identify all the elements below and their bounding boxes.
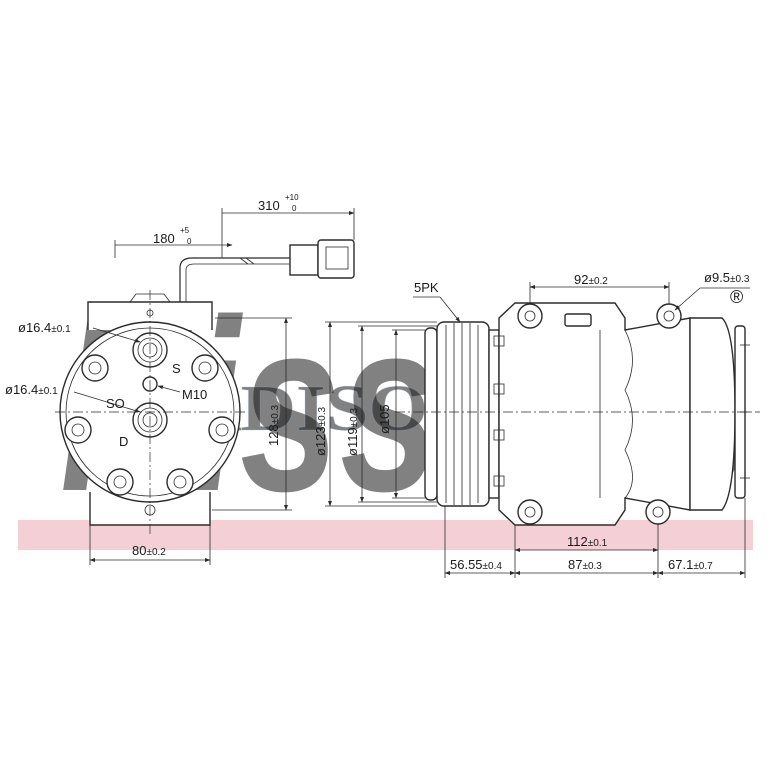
suction-mark: S bbox=[172, 361, 181, 376]
belt-type-label: 5PK bbox=[414, 280, 439, 295]
cable-length-label: 310 bbox=[258, 198, 280, 213]
pulley bbox=[436, 321, 490, 507]
cable-tol-upper: +10 bbox=[285, 193, 299, 202]
pulley-grooves bbox=[445, 323, 479, 505]
dimension-labels: 310 +10 0 180 +5 0 ø16.4±0.1 ø16.4±0.1 S… bbox=[5, 193, 750, 572]
mount-hole-dia-label: ø9.5±0.3 bbox=[704, 270, 750, 285]
compressor-body bbox=[498, 302, 691, 526]
discharge-port-dia: ø16.4±0.1 bbox=[5, 382, 58, 397]
rear-head bbox=[689, 317, 736, 511]
groove-dia-label: ø119±0.3 bbox=[345, 408, 360, 457]
hub-dia-label: ø105 bbox=[377, 404, 392, 434]
height-label: 128±0.3 bbox=[266, 404, 281, 446]
pulley-offset-label: 56.55±0.4 bbox=[450, 557, 502, 572]
discharge-mark: D bbox=[119, 434, 128, 449]
rear-length-label: 67.1±0.7 bbox=[668, 557, 713, 572]
width-label: 80±0.2 bbox=[132, 543, 166, 558]
cable bbox=[179, 257, 290, 305]
front-view bbox=[55, 208, 355, 565]
pulley-hub bbox=[424, 327, 438, 501]
mid-length-label: 87±0.3 bbox=[568, 557, 602, 572]
mount-ear bbox=[517, 499, 543, 525]
so-label: SO bbox=[106, 396, 125, 411]
housing-bolt bbox=[64, 354, 236, 496]
cable-tol-lower: 0 bbox=[292, 204, 297, 213]
mount-ear bbox=[517, 303, 543, 329]
connector-tol-lower: 0 bbox=[187, 237, 192, 246]
suction-port-dia: ø16.4±0.1 bbox=[18, 320, 71, 335]
side-view bbox=[325, 282, 760, 578]
connector-tol-upper: +5 bbox=[180, 226, 190, 235]
mount-ear bbox=[645, 499, 671, 525]
connector-length-label: 180 bbox=[153, 231, 175, 246]
watermark-registered: ® bbox=[730, 287, 743, 307]
pulley-dia-label: ø123±0.3 bbox=[313, 407, 328, 456]
top-ear-spacing-label: 92±0.2 bbox=[574, 272, 608, 287]
connector bbox=[289, 244, 319, 276]
thread-label: M10 bbox=[182, 387, 207, 402]
bottom-span-label: 112±0.1 bbox=[567, 534, 608, 549]
